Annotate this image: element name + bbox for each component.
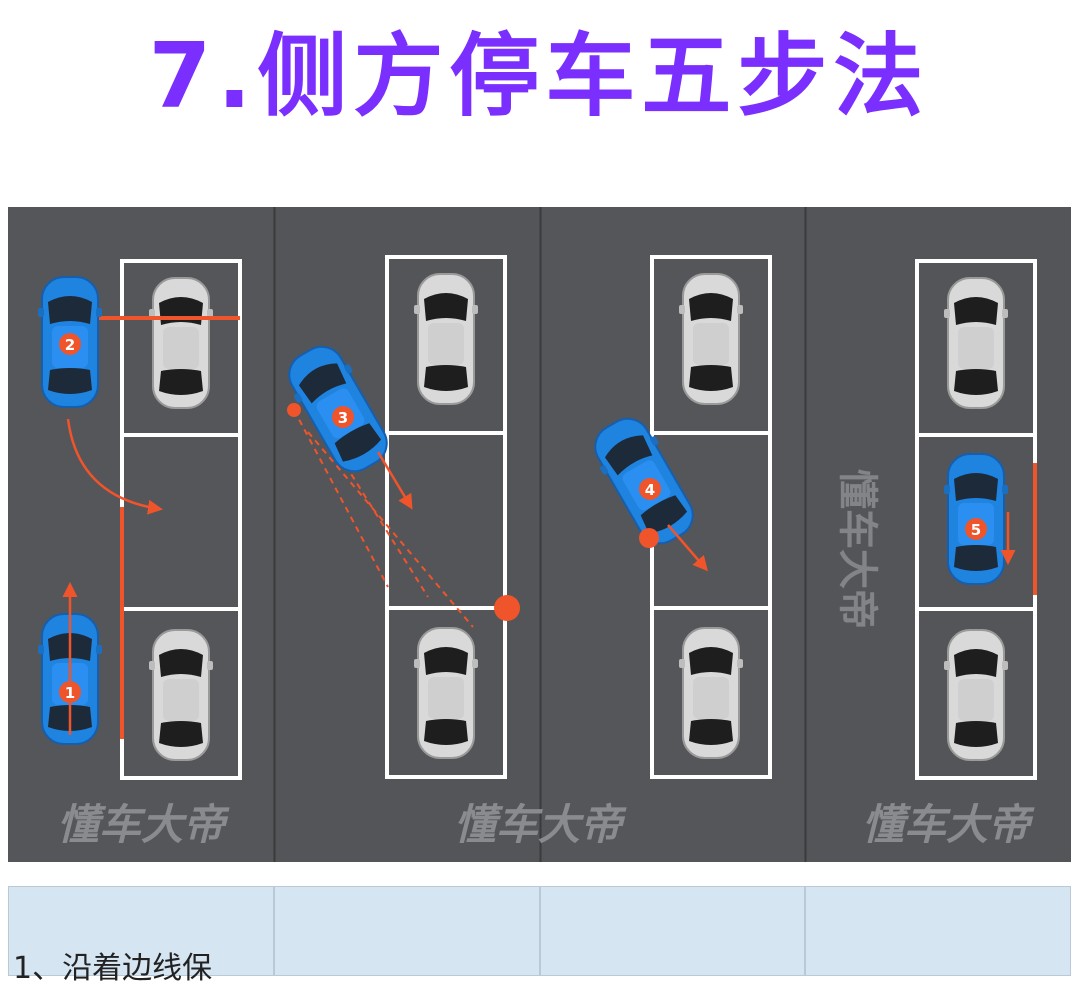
parking-bays-2 [385, 255, 507, 779]
svg-text:1: 1 [65, 684, 75, 702]
parked-car [148, 629, 214, 761]
turn-arrow [66, 418, 163, 515]
svg-text:5: 5 [971, 521, 981, 539]
svg-text:2: 2 [65, 336, 75, 354]
svg-text:4: 4 [645, 481, 655, 499]
panel-4 [806, 207, 1071, 862]
panel-2 [275, 207, 540, 862]
step-badge: 4 [639, 478, 661, 500]
table-cell: 1、沿着边线保 [8, 886, 274, 986]
parked-car [943, 277, 1009, 409]
watermark: 懂车大帝 [57, 800, 230, 849]
parking-diagram: 1 2 3 4 5 懂车大帝 懂车大帝 懂车大帝 懂车大帝 [8, 207, 1071, 862]
pivot-dot [287, 403, 301, 417]
parked-car [413, 627, 479, 759]
trajectory-lines [293, 409, 474, 628]
svg-text:3: 3 [338, 409, 348, 427]
pivot-dot [494, 595, 520, 621]
step-badge: 3 [332, 406, 354, 428]
watermark: 懂车大帝 [454, 800, 627, 849]
parked-car [148, 277, 214, 409]
step-badge: 2 [59, 333, 81, 355]
table-cell [273, 886, 540, 976]
parked-car [678, 273, 744, 405]
watermark: 懂车大帝 [834, 469, 880, 629]
parked-car [413, 273, 479, 405]
step-badge: 1 [59, 681, 81, 703]
watermark: 懂车大帝 [862, 800, 1035, 849]
pivot-dot [639, 528, 659, 548]
page-title: 7.侧方停车五步法 [148, 24, 930, 129]
table-cell [539, 886, 806, 976]
steps-table: 1、沿着边线保 [8, 886, 1071, 986]
step-badge: 5 [965, 518, 987, 540]
step-description: 1、沿着边线保 [13, 951, 213, 986]
parked-car [943, 629, 1009, 761]
table-cell [805, 886, 1071, 976]
parked-car [678, 627, 744, 759]
